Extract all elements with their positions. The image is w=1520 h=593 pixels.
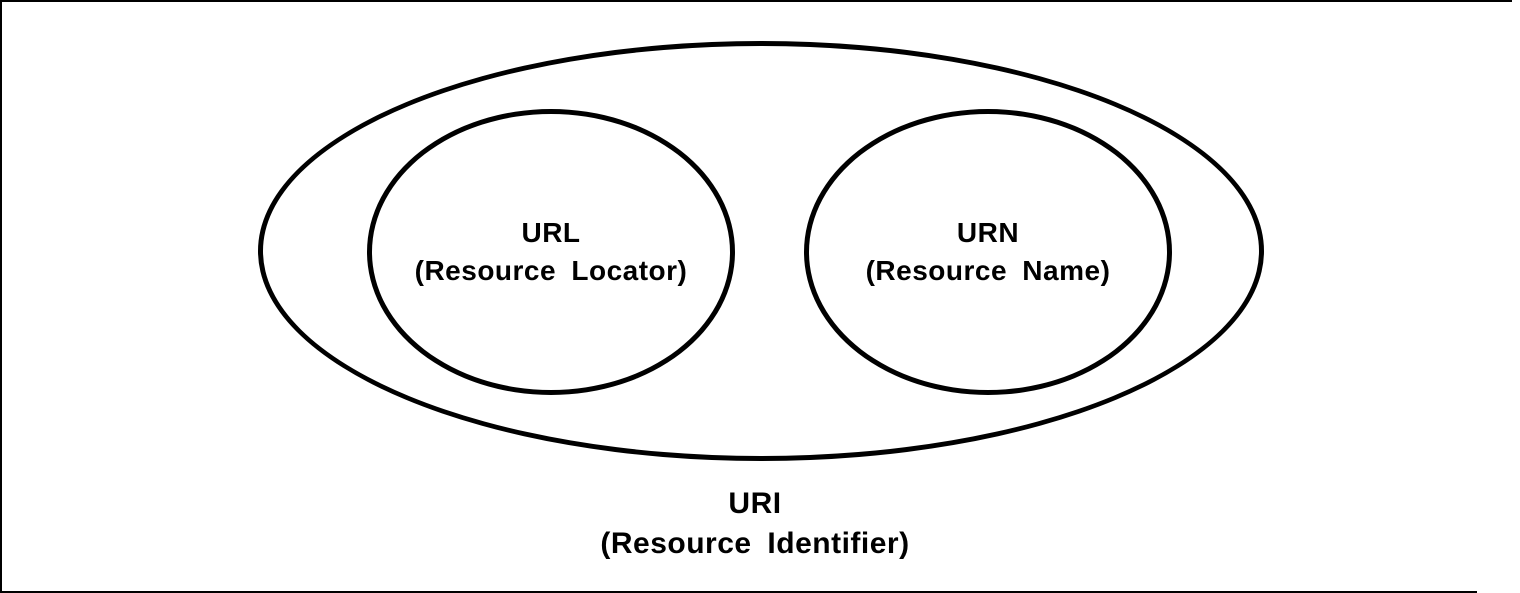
urn-label-subtitle: (Resource Name)	[865, 255, 1111, 286]
uri-outer-ellipse	[258, 41, 1264, 461]
frame-border-bottom	[0, 591, 1477, 593]
url-label: URL (Resource Locator)	[367, 214, 735, 290]
urn-circle	[804, 109, 1172, 395]
url-label-subtitle: (Resource Locator)	[414, 255, 688, 286]
url-label-title: URL	[521, 217, 581, 248]
frame-border-top	[0, 0, 1512, 2]
url-circle	[367, 109, 735, 395]
urn-label: URN (Resource Name)	[804, 214, 1172, 290]
uri-label-subtitle: (Resource Identifier)	[600, 527, 910, 560]
uri-label: URI (Resource Identifier)	[455, 484, 1055, 564]
frame-border-left	[0, 0, 2, 593]
uri-label-title: URI	[728, 487, 782, 520]
urn-label-title: URN	[956, 217, 1020, 248]
